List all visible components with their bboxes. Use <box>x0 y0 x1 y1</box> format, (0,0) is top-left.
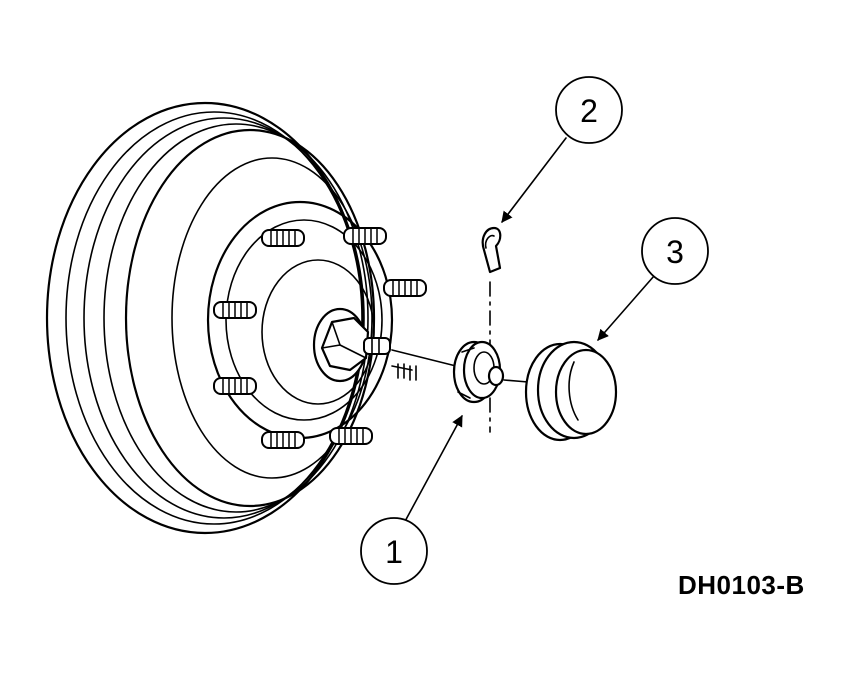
callout-arrows <box>402 137 655 526</box>
callout-1-label: 1 <box>385 534 403 570</box>
figure-id-label: DH0103-B <box>678 570 805 600</box>
assembly-axis <box>391 281 529 433</box>
cotter-pin <box>481 226 502 274</box>
wheel-stud <box>329 427 373 445</box>
callout-2: 2 <box>555 76 623 144</box>
wheel-stud <box>261 229 305 247</box>
brake-rotor <box>45 101 376 535</box>
callout-3-label: 3 <box>666 234 684 270</box>
callout-3-arrow <box>597 275 655 341</box>
wheel-stud <box>261 431 305 449</box>
wheel-stud <box>213 301 257 319</box>
callout-2-arrow <box>501 137 567 223</box>
wheel-stud <box>343 227 387 245</box>
callout-2-label: 2 <box>580 93 598 129</box>
callout-1-arrow <box>402 415 463 526</box>
grease-cap <box>524 340 618 442</box>
callout-3: 3 <box>641 217 709 285</box>
nut-retainer <box>452 340 505 404</box>
spindle-nut <box>312 307 391 383</box>
wheel-stud <box>213 377 257 395</box>
wheel-stud <box>383 279 427 297</box>
callout-1: 1 <box>360 517 428 585</box>
